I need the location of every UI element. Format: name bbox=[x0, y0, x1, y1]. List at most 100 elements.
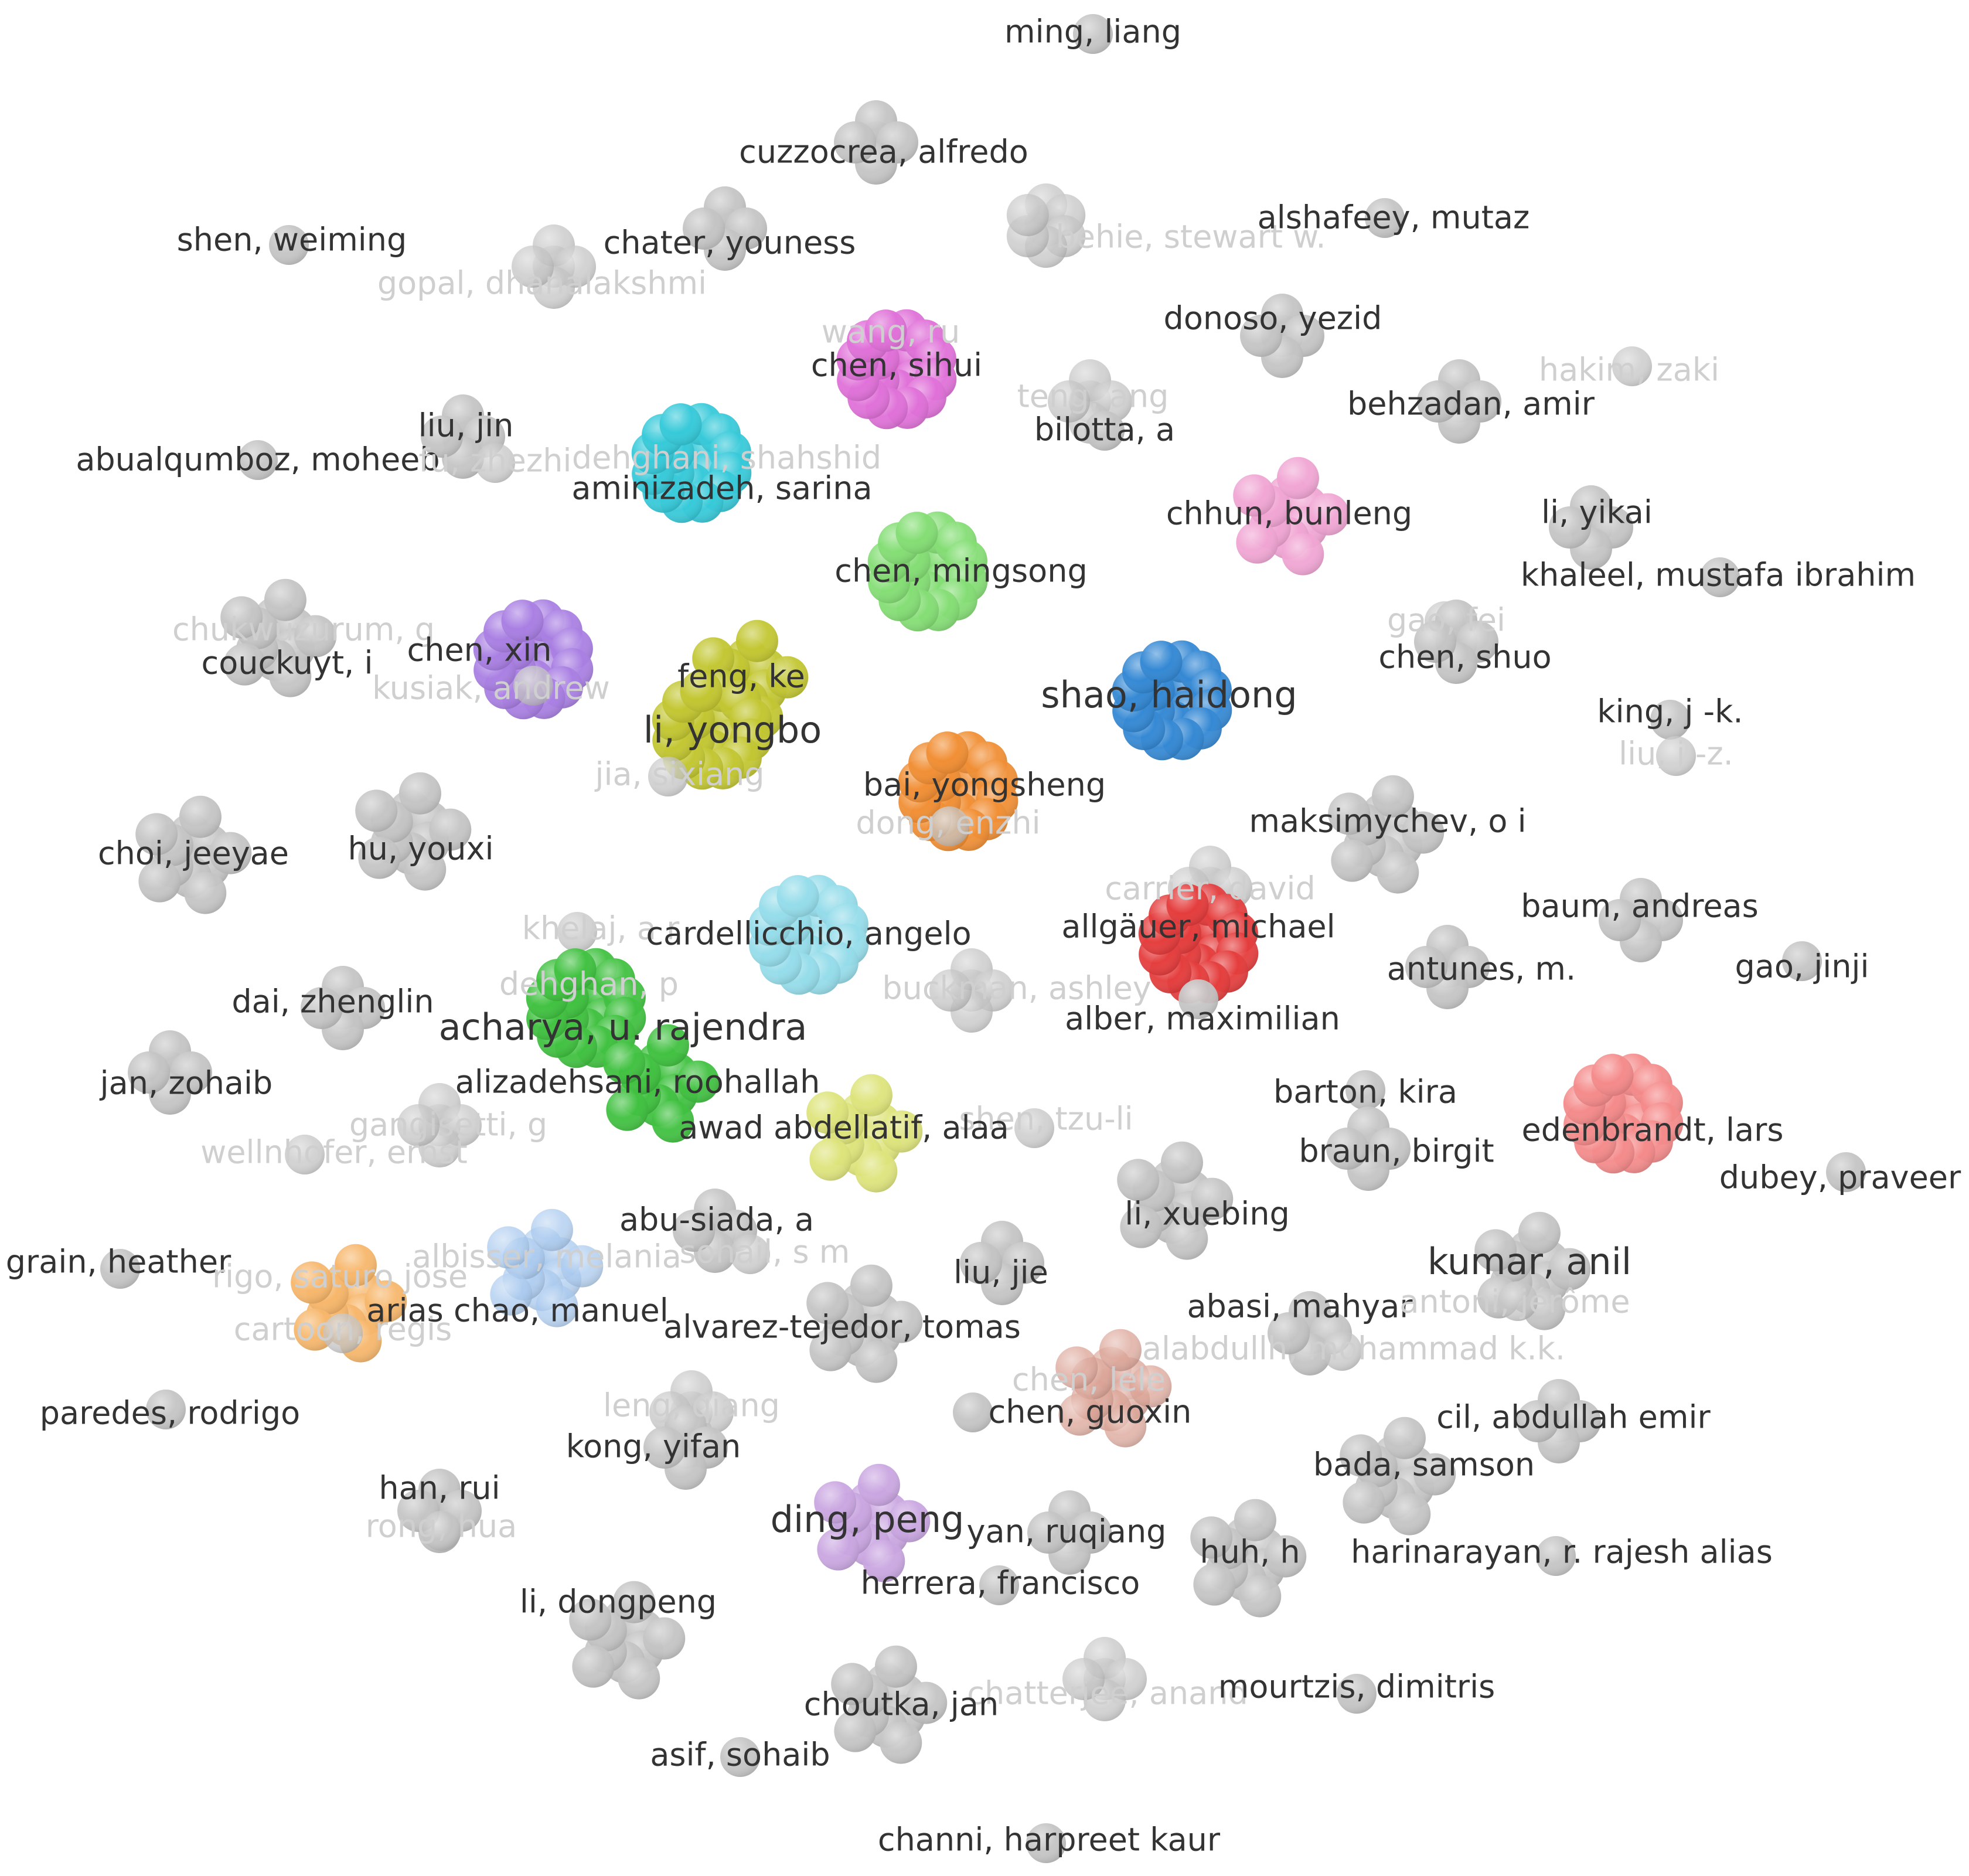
author-16-label[interactable]: fu, zhezhi bbox=[419, 442, 572, 479]
author-82-label[interactable]: bada, samson bbox=[1313, 1446, 1535, 1483]
author-47-label[interactable]: dehghan, p bbox=[499, 966, 679, 1003]
author-12-label[interactable]: teng, ang bbox=[1017, 378, 1169, 415]
author-23-label[interactable]: chukwuzurum, g bbox=[172, 611, 435, 648]
author-86-node[interactable] bbox=[1027, 1490, 1112, 1575]
author-43-node[interactable] bbox=[557, 912, 597, 952]
author-73-label[interactable]: alvarez-tejedor, tomas bbox=[663, 1309, 1021, 1346]
author-90-node[interactable] bbox=[569, 1581, 686, 1700]
author-79-label[interactable]: chen, guoxin bbox=[989, 1394, 1192, 1431]
author-22-node[interactable] bbox=[1700, 557, 1740, 597]
author-31-label[interactable]: li, yongbo bbox=[643, 709, 822, 751]
author-91-node[interactable] bbox=[1062, 1637, 1147, 1721]
author-93-label[interactable]: choutka, jan bbox=[804, 1686, 999, 1723]
author-82-node[interactable] bbox=[1340, 1417, 1456, 1535]
author-10-node[interactable] bbox=[1612, 346, 1652, 386]
author-91-label[interactable]: chatterjee, anand bbox=[967, 1675, 1248, 1712]
author-32-node[interactable] bbox=[1650, 700, 1690, 740]
author-88-node[interactable] bbox=[1536, 1536, 1576, 1576]
author-69-label[interactable]: liu, jie bbox=[953, 1254, 1048, 1291]
author-45-node[interactable] bbox=[1405, 925, 1490, 1009]
author-92-node[interactable] bbox=[1337, 1674, 1377, 1714]
author-37-label[interactable]: maksimychev, o i bbox=[1249, 803, 1526, 840]
author-38-node[interactable] bbox=[135, 795, 252, 914]
author-16-node[interactable] bbox=[475, 443, 515, 483]
author-57-label[interactable]: awad abdellatif, alaa bbox=[679, 1109, 1009, 1146]
author-52-label[interactable]: jan, zohaib bbox=[100, 1065, 273, 1102]
author-94-label[interactable]: asif, sohaib bbox=[650, 1737, 830, 1773]
author-26-node[interactable] bbox=[513, 666, 553, 706]
author-19-node[interactable] bbox=[1233, 457, 1350, 576]
author-49-node[interactable] bbox=[301, 966, 385, 1050]
author-50-node[interactable] bbox=[526, 948, 646, 1068]
author-90-label[interactable]: li, dongpeng bbox=[520, 1584, 717, 1620]
author-58-node[interactable] bbox=[1563, 1053, 1684, 1174]
author-49-label[interactable]: dai, zhenglin bbox=[231, 983, 434, 1020]
author-66-label[interactable]: grain, heather bbox=[6, 1244, 231, 1281]
author-59-label[interactable]: wellnhofer, ernst bbox=[200, 1134, 468, 1171]
author-13-label[interactable]: bilotta, a bbox=[1034, 411, 1175, 448]
author-54-label[interactable]: barton, kira bbox=[1273, 1074, 1457, 1111]
author-78-label[interactable]: leng, qiang bbox=[603, 1387, 780, 1424]
author-53-label[interactable]: alizadehsani, roohallah bbox=[455, 1064, 820, 1101]
author-56-node[interactable] bbox=[1014, 1108, 1054, 1148]
author-72-label[interactable]: arias chao, manuel bbox=[366, 1292, 668, 1329]
author-40-label[interactable]: carrier, david bbox=[1105, 870, 1316, 907]
author-53-node[interactable] bbox=[603, 1024, 720, 1143]
author-55-label[interactable]: gangisetti, g bbox=[349, 1106, 547, 1143]
author-61-node[interactable] bbox=[1826, 1152, 1866, 1192]
author-89-label[interactable]: herrera, francisco bbox=[861, 1565, 1140, 1602]
author-18-label[interactable]: aminizadeh, sarina bbox=[571, 470, 872, 507]
author-22-label[interactable]: khaleel, mustafa ibrahim bbox=[1521, 557, 1916, 594]
author-60-node[interactable] bbox=[1326, 1106, 1411, 1191]
author-17-label[interactable]: dehghani, shahshid bbox=[572, 440, 881, 476]
author-93-node[interactable] bbox=[831, 1645, 948, 1764]
author-25-label[interactable]: chen, xin bbox=[407, 632, 552, 669]
author-76-node[interactable] bbox=[1055, 1329, 1172, 1448]
author-70-node[interactable] bbox=[1268, 1291, 1352, 1375]
author-95-node[interactable] bbox=[1026, 1823, 1066, 1863]
author-4-label[interactable]: gopal, dhanalakshmi bbox=[377, 265, 707, 302]
author-80-node[interactable] bbox=[1517, 1379, 1601, 1463]
author-8-label[interactable]: wang, ru bbox=[822, 314, 960, 350]
author-62-node[interactable] bbox=[673, 1189, 757, 1273]
author-92-label[interactable]: mourtzis, dimitris bbox=[1218, 1669, 1495, 1705]
author-9-node[interactable] bbox=[836, 309, 957, 430]
author-61-label[interactable]: dubey, praveer bbox=[1719, 1159, 1961, 1196]
author-1-label[interactable]: cuzzocrea, alfredo bbox=[739, 134, 1028, 171]
author-26-label[interactable]: kusiak, andrew bbox=[372, 670, 610, 707]
author-69-node[interactable] bbox=[960, 1221, 1044, 1305]
author-57-node[interactable] bbox=[806, 1074, 923, 1193]
author-80-label[interactable]: cil, abdullah emir bbox=[1436, 1399, 1711, 1436]
author-20-label[interactable]: li, yikai bbox=[1541, 494, 1653, 531]
author-38-label[interactable]: choi, jeeyae bbox=[98, 835, 289, 872]
author-21-label[interactable]: chen, mingsong bbox=[834, 553, 1087, 590]
author-34-label[interactable]: jia, sixiang bbox=[594, 756, 764, 793]
author-50-label[interactable]: acharya, u. rajendra bbox=[439, 1006, 808, 1048]
author-15-label[interactable]: abualqumboz, moheeb bbox=[76, 441, 440, 478]
author-10-label[interactable]: hakim, zaki bbox=[1539, 352, 1719, 389]
author-31-node[interactable] bbox=[652, 669, 772, 790]
author-39-node[interactable] bbox=[355, 772, 472, 891]
author-63-label[interactable]: li, xuebing bbox=[1125, 1196, 1290, 1232]
author-30-label[interactable]: shao, haidong bbox=[1041, 673, 1297, 716]
author-2-label[interactable]: shen, weiming bbox=[177, 222, 407, 258]
author-11-node[interactable] bbox=[1417, 359, 1501, 444]
author-32-label[interactable]: king, j -k. bbox=[1597, 693, 1743, 730]
author-15-node[interactable] bbox=[238, 440, 278, 480]
author-36-node[interactable] bbox=[929, 806, 969, 846]
author-65-node[interactable] bbox=[730, 1234, 770, 1274]
author-42-label[interactable]: baum, andreas bbox=[1521, 888, 1759, 925]
author-27-label[interactable]: gao, fei bbox=[1387, 602, 1505, 639]
author-9-label[interactable]: chen, sihui bbox=[811, 347, 982, 384]
author-14-label[interactable]: liu, jin bbox=[418, 407, 514, 444]
author-74-label[interactable]: cartoon, regis bbox=[234, 1311, 452, 1348]
author-48-label[interactable]: buckman, ashley bbox=[882, 970, 1151, 1007]
author-64-node[interactable] bbox=[487, 1208, 604, 1327]
author-84-label[interactable]: rong, hua bbox=[366, 1508, 517, 1545]
author-86-label[interactable]: yan, ruqiang bbox=[967, 1513, 1167, 1550]
author-20-node[interactable] bbox=[1549, 485, 1633, 570]
author-58-label[interactable]: edenbrandt, lars bbox=[1522, 1112, 1784, 1149]
author-41-label[interactable]: allgäuer, michael bbox=[1061, 908, 1335, 945]
author-0-label[interactable]: ming, liang bbox=[1004, 13, 1181, 50]
author-81-node[interactable] bbox=[643, 1405, 728, 1490]
